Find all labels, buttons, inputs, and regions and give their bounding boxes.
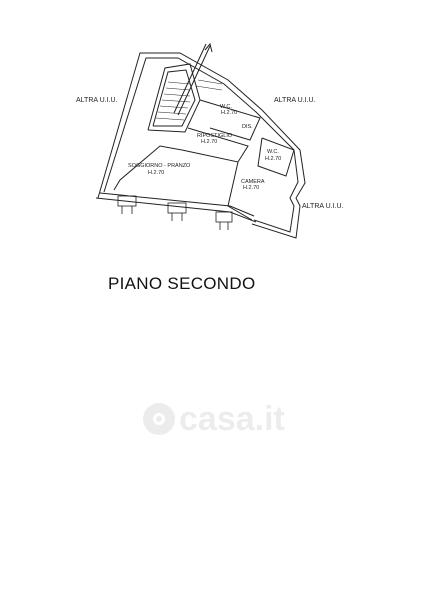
- walls: [95, 52, 306, 239]
- neighbor-right-bottom: ALTRA U.I.U.: [302, 203, 344, 210]
- casa-logo-icon: [143, 403, 175, 435]
- casa-watermark: casa.it: [143, 402, 285, 436]
- wc-right-name: W.C.: [267, 149, 279, 155]
- wall-camera: [227, 161, 253, 221]
- neighbor-left: ALTRA U.I.U.: [76, 97, 118, 104]
- wc-right-height: H.2.70: [265, 156, 281, 162]
- wall-wc-top: [199, 99, 261, 141]
- watermark-text: casa.it: [179, 400, 285, 438]
- window-balconies: [117, 195, 233, 230]
- ripostiglio-name: RIPOSTIGLIO: [197, 133, 233, 139]
- wall-living: [113, 145, 183, 191]
- wc-top-height: H.2.70: [221, 110, 237, 116]
- ripostiglio-height: H.2.70: [201, 139, 217, 145]
- wall-ripostiglio: [181, 127, 249, 163]
- stair-treads: [155, 79, 223, 121]
- wc-top-name: W.C.: [220, 104, 232, 110]
- camera-height: H.2.70: [243, 185, 259, 191]
- stair-well-inner: [152, 69, 196, 127]
- soggiorno-name: SOGGIORNO - PRANZO: [128, 163, 191, 169]
- floor-title: PIANO SECONDO: [108, 274, 256, 293]
- stair-well: [147, 63, 201, 133]
- neighbor-right-top: ALTRA U.I.U.: [274, 97, 316, 104]
- facade-inner: [99, 192, 255, 217]
- wall-wc-right: [257, 137, 295, 177]
- soggiorno-height: H.2.70: [148, 170, 164, 176]
- camera-name: CAMERA: [241, 179, 265, 185]
- outer-wall: [97, 52, 306, 239]
- dis-name: DIS.: [242, 124, 253, 130]
